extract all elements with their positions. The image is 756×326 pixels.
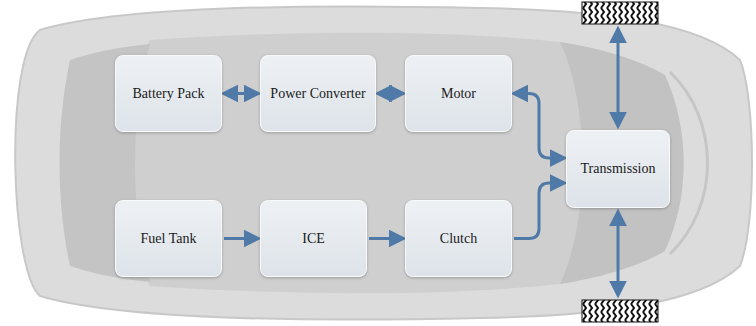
flow-arrow <box>369 237 403 240</box>
windshield <box>560 42 684 284</box>
component-box: Transmission <box>566 130 670 208</box>
flow-arrow <box>514 183 564 238</box>
component-box: Fuel Tank <box>115 200 222 277</box>
tire <box>582 2 658 24</box>
axle-arrow <box>617 29 620 126</box>
component-box: Clutch <box>405 200 512 277</box>
component-label: Transmission <box>581 161 656 177</box>
component-label: Motor <box>441 86 476 102</box>
axle-arrow <box>617 212 620 295</box>
flow-arrow <box>378 92 403 95</box>
component-label: Battery Pack <box>133 86 205 102</box>
component-box: Power Converter <box>260 55 376 132</box>
component-label: ICE <box>302 231 325 247</box>
component-label: Fuel Tank <box>141 231 197 247</box>
component-box: Motor <box>405 55 512 132</box>
flow-arrow <box>224 92 258 95</box>
component-box: ICE <box>260 200 367 277</box>
flow-arrow <box>224 237 258 240</box>
car-body <box>15 6 752 319</box>
flow-arrow <box>514 94 564 159</box>
component-label: Power Converter <box>270 86 365 102</box>
tire <box>582 300 658 322</box>
component-box: Battery Pack <box>115 55 222 132</box>
hood-line <box>670 72 708 254</box>
component-label: Clutch <box>440 231 477 247</box>
